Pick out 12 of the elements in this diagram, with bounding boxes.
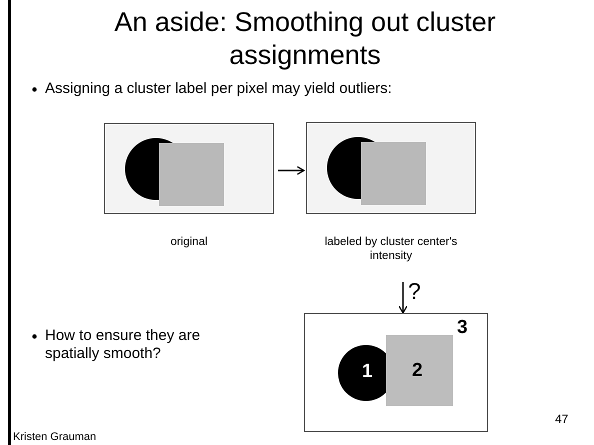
image-caption: original [169,235,209,249]
region-number: 3 [457,318,468,338]
region-number: 2 [412,361,423,381]
author-credit: Kristen Grauman [13,431,96,443]
bullet-text: How to ensure they are spatially smooth? [45,327,202,363]
arrow [398,282,408,314]
arrow [278,166,305,176]
image-caption: labeled by cluster center's intensity [324,235,458,263]
slide-title: An aside: Smoothing out cluster assignments [113,6,497,72]
region-number: 1 [362,362,373,382]
slide-number: 47 [555,412,568,426]
bullet-text: Assigning a cluster label per pixel may yield outliers: [45,80,393,98]
